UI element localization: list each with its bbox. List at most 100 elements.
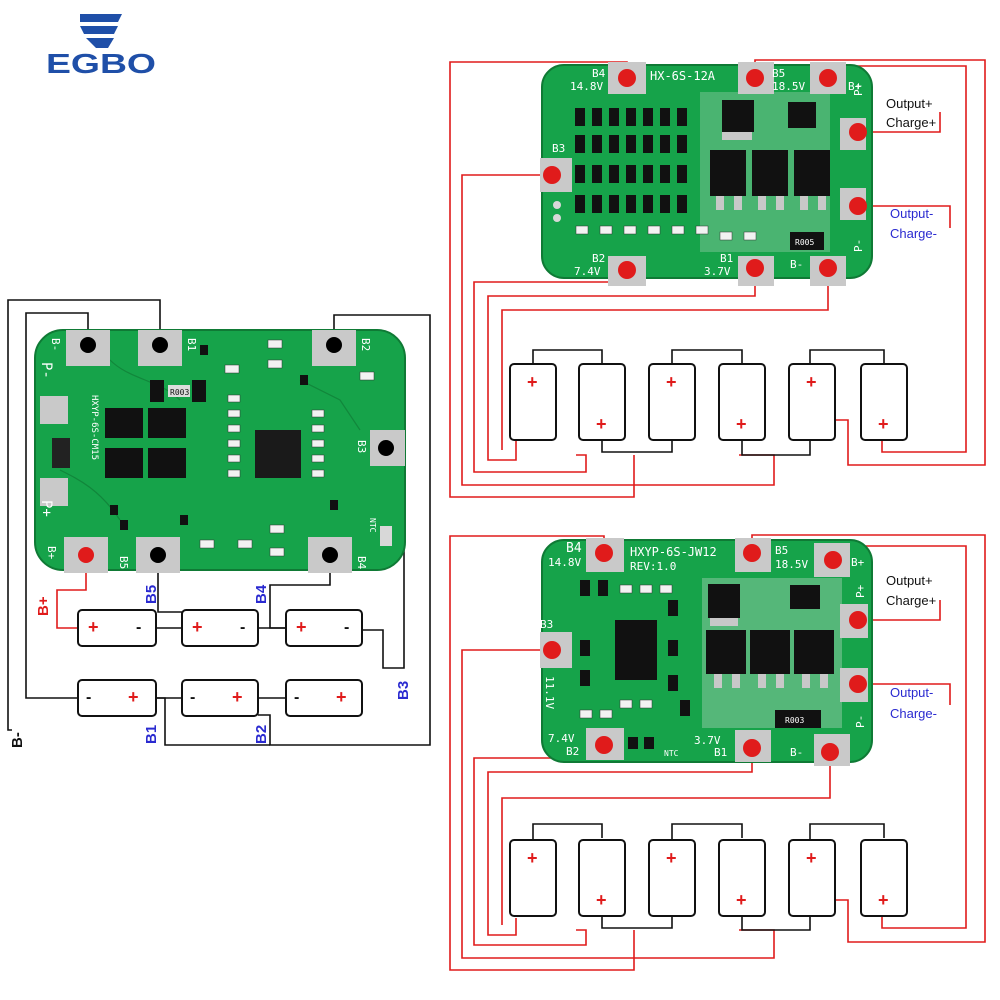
bottom-pad-b-plus: B+: [851, 556, 865, 569]
bottom-right-bms-diagram: HXYP-6S-JW12 REV:1.0 B4 14.8V B5 18.5V B…: [449, 534, 986, 971]
bottom-pad-b3v: 11.1V: [543, 676, 556, 709]
bottom-pad-b-minus: B-: [790, 746, 803, 759]
label-b3: B3: [395, 681, 412, 700]
svg-text:+: +: [806, 372, 817, 392]
top-charge-minus: Charge-: [890, 226, 937, 241]
bottom-charge-minus: Charge-: [890, 706, 937, 721]
top-pad-p-plus: P+: [852, 82, 865, 96]
left-pad-b3: B3: [355, 440, 368, 453]
label-b4: B4: [253, 584, 270, 604]
bottom-pad-b2v: 7.4V: [548, 732, 575, 745]
top-solder-points: [543, 69, 867, 279]
left-components: [52, 339, 392, 557]
top-pad-b4: B4: [592, 67, 606, 80]
svg-text:+: +: [296, 617, 307, 637]
svg-text:+: +: [666, 848, 677, 868]
svg-text:+: +: [736, 414, 747, 434]
left-pad-b1: B1: [185, 338, 198, 351]
svg-text:+: +: [232, 687, 243, 707]
svg-text:+: +: [596, 414, 607, 434]
top-right-bms-diagram: HX-6S-12A B4 14.8V B5 18.5V B+ P+ P- B3 …: [449, 59, 986, 498]
left-solder-points: [78, 337, 394, 563]
bottom-pad-b3: B3: [540, 618, 553, 631]
top-pad-p-minus: P-: [852, 239, 865, 252]
top-resistor-code: R005: [795, 238, 814, 247]
top-pad-b3: B3: [552, 142, 565, 155]
label-b-minus: B-: [9, 732, 26, 748]
left-bms-diagram: HXYP-6S-CM15 R003 NTC B- P- B1 B2 B3 P+ …: [7, 299, 431, 748]
bottom-pad-b4v: 14.8V: [548, 556, 581, 569]
top-model: HX-6S-12A: [650, 69, 716, 83]
logo-mark-icon: [80, 14, 122, 48]
bottom-charge-plus: Charge+: [886, 593, 936, 608]
top-cell-links: [532, 349, 885, 456]
bottom-pad-b1v: 3.7V: [694, 734, 721, 747]
top-pad-b1: B1: [720, 252, 733, 265]
left-pad-p-minus: P-: [38, 362, 54, 379]
bottom-pad-b2: B2: [566, 745, 579, 758]
svg-text:+: +: [88, 617, 99, 637]
bottom-board-text: HXYP-6S-JW12 REV:1.0 B4 14.8V B5 18.5V B…: [540, 541, 867, 759]
left-resistor-code: R003: [170, 388, 189, 397]
top-pad-b2v: 7.4V: [574, 265, 601, 278]
top-pad-b5: B5: [772, 67, 785, 80]
top-pad-b-minus: B-: [790, 258, 803, 271]
brand-logo: EGBO: [46, 14, 156, 79]
bottom-cell-links: [532, 823, 885, 931]
svg-text:+: +: [527, 372, 538, 392]
label-b-plus: B+: [35, 596, 52, 616]
top-output-plus: Output+: [886, 96, 933, 111]
svg-text:-: -: [86, 689, 91, 706]
bottom-pad-p-minus: P-: [854, 715, 867, 728]
top-cells: + + + + + +: [509, 363, 908, 441]
svg-text:-: -: [344, 619, 349, 636]
left-pad-b4: B4: [355, 556, 368, 570]
svg-text:-: -: [294, 689, 299, 706]
cell-row-bottom: - + - + - +: [77, 679, 363, 717]
svg-text:-: -: [136, 619, 141, 636]
left-ntc: NTC: [368, 518, 377, 533]
svg-text:+: +: [596, 890, 607, 910]
svg-text:+: +: [736, 890, 747, 910]
svg-text:+: +: [878, 890, 889, 910]
bottom-ntc: NTC: [664, 749, 679, 758]
bottom-pad-b4: B4: [566, 541, 582, 556]
top-output-labels: Output+ Charge+ Output- Charge-: [886, 96, 937, 241]
left-pad-p-plus: P+: [38, 500, 54, 517]
bottom-pad-p-plus: P+: [854, 584, 867, 598]
bottom-pad-b5: B5: [775, 544, 788, 557]
left-pad-b-minus: B-: [49, 338, 62, 351]
bottom-pad-b5v: 18.5V: [775, 558, 808, 571]
cell-row-top: + - + - + -: [77, 609, 363, 647]
bottom-rev: REV:1.0: [630, 560, 676, 573]
left-pad-b5: B5: [117, 556, 130, 569]
bottom-output-labels: Output+ Charge+ Output- Charge-: [886, 573, 937, 721]
bottom-solder-points: [543, 544, 867, 761]
bottom-cells: + + + + + +: [509, 839, 908, 917]
svg-text:-: -: [240, 619, 245, 636]
top-pad-b5v: 18.5V: [772, 80, 805, 93]
left-model: HXYP-6S-CM15: [89, 395, 99, 460]
bottom-model: HXYP-6S-JW12: [630, 545, 717, 559]
top-charge-plus: Charge+: [886, 115, 936, 130]
left-board-text: HXYP-6S-CM15 R003 NTC B- P- B1 B2 B3 P+ …: [38, 338, 377, 570]
brand-name: EGBO: [46, 48, 156, 79]
left-wire-labels: B+ B5 B4 B3 B2 B1 B-: [9, 584, 412, 748]
top-components: [553, 100, 830, 250]
svg-text:+: +: [192, 617, 203, 637]
svg-text:+: +: [336, 687, 347, 707]
top-pad-b-plus: B+: [848, 80, 862, 93]
bottom-output-plus: Output+: [886, 573, 933, 588]
label-b1: B1: [143, 725, 160, 744]
left-pad-b-plus: B+: [45, 546, 58, 560]
top-pad-b4v: 14.8V: [570, 80, 603, 93]
top-board-text: HX-6S-12A B4 14.8V B5 18.5V B+ P+ P- B3 …: [552, 67, 865, 278]
left-cells: + - + - + - - + - + - +: [77, 609, 363, 717]
svg-text:+: +: [527, 848, 538, 868]
top-pad-b2: B2: [592, 252, 605, 265]
top-output-minus: Output-: [890, 206, 933, 221]
left-pads: [40, 330, 405, 573]
bottom-resistor-code: R003: [785, 716, 804, 725]
svg-text:+: +: [806, 848, 817, 868]
